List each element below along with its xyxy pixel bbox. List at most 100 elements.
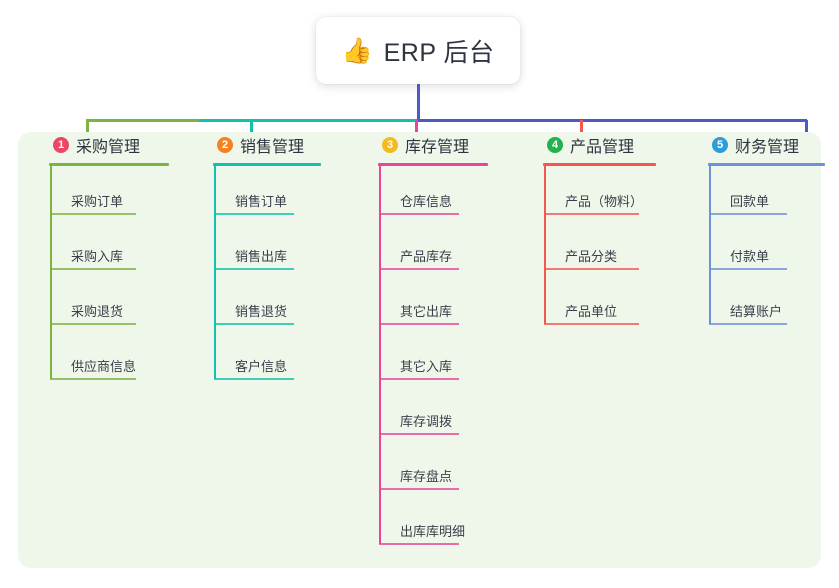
branch-item-rule xyxy=(379,323,459,325)
branch-items-2: 销售订单销售出库销售退货客户信息 xyxy=(205,166,321,386)
branch-spine-4 xyxy=(544,166,546,324)
branch-item[interactable]: 产品分类 xyxy=(535,221,656,276)
branch-item[interactable]: 销售退货 xyxy=(205,276,321,331)
branch-item-rule xyxy=(379,213,459,215)
branch-header-3[interactable]: 3 库存管理 xyxy=(370,132,488,158)
branch-header-rule-3 xyxy=(378,163,488,166)
bus-segment-2 xyxy=(199,119,419,122)
root-node-title: ERP 后台 xyxy=(383,38,495,67)
branch-item-label: 供应商信息 xyxy=(71,359,137,374)
branch-item-label: 销售订单 xyxy=(235,194,288,209)
branch-item[interactable]: 产品单位 xyxy=(535,276,656,331)
branch-item-rule xyxy=(214,378,294,380)
branch-item[interactable]: 销售出库 xyxy=(205,221,321,276)
branch-spine-5 xyxy=(709,166,711,324)
branch-item-label: 库存调拨 xyxy=(400,414,453,429)
root-node-content: 👍 ERP 后台 xyxy=(341,33,494,69)
branch-title-4: 产品管理 xyxy=(570,139,635,156)
branch-items-3: 仓库信息产品库存其它出库其它入库库存调拨库存盘点出库库明细 xyxy=(370,166,488,551)
branch-title-2: 销售管理 xyxy=(240,139,305,156)
branch-spine-3 xyxy=(379,166,381,544)
branch-item-label: 其它入库 xyxy=(400,359,453,374)
branch-column-2: 2 销售管理销售订单销售出库销售退货客户信息 xyxy=(205,132,321,386)
branch-item-rule xyxy=(379,433,459,435)
branch-item-rule xyxy=(214,213,294,215)
branch-item-rule xyxy=(50,378,136,380)
branch-item[interactable]: 产品（物料） xyxy=(535,166,656,221)
branch-header-rule-4 xyxy=(543,163,656,166)
branch-item-label: 仓库信息 xyxy=(400,194,453,209)
branch-item[interactable]: 付款单 xyxy=(700,221,825,276)
branch-badge-1: 1 xyxy=(53,137,69,153)
branch-item-rule xyxy=(379,378,459,380)
branch-item-rule xyxy=(709,323,787,325)
branch-badge-3: 3 xyxy=(382,137,398,153)
branch-item-label: 销售退货 xyxy=(235,304,288,319)
branch-item-label: 产品库存 xyxy=(400,249,453,264)
branch-item-label: 产品分类 xyxy=(565,249,618,264)
branch-item-rule xyxy=(709,268,787,270)
branch-item-label: 库存盘点 xyxy=(400,469,453,484)
branch-header-rule-2 xyxy=(213,163,321,166)
branch-item-rule xyxy=(214,268,294,270)
branch-item-rule xyxy=(50,213,136,215)
branch-item[interactable]: 仓库信息 xyxy=(370,166,488,221)
branch-item-rule xyxy=(544,213,639,215)
branch-column-4: 4 产品管理产品（物料） 产品分类产品单位 xyxy=(535,132,656,331)
branch-item-label: 产品单位 xyxy=(565,304,618,319)
branch-item[interactable]: 库存调拨 xyxy=(370,386,488,441)
bus-segment-1 xyxy=(86,119,201,122)
branch-badge-4: 4 xyxy=(547,137,563,153)
branch-item[interactable]: 其它入库 xyxy=(370,331,488,386)
branch-item-rule xyxy=(50,268,136,270)
branch-item-rule xyxy=(544,323,639,325)
branch-item-rule xyxy=(379,543,459,545)
branch-item-rule xyxy=(214,323,294,325)
branch-item[interactable]: 采购订单 xyxy=(41,166,169,221)
branch-items-1: 采购订单采购入库采购退货供应商信息 xyxy=(41,166,169,386)
branch-title-1: 采购管理 xyxy=(76,139,141,156)
root-stem-connector xyxy=(417,84,420,121)
branch-item[interactable]: 销售订单 xyxy=(205,166,321,221)
branch-item-rule xyxy=(379,488,459,490)
branch-item-label: 销售出库 xyxy=(235,249,288,264)
branch-title-5: 财务管理 xyxy=(735,139,800,156)
branch-item-label: 其它出库 xyxy=(400,304,453,319)
branch-item[interactable]: 回款单 xyxy=(700,166,825,221)
branch-spine-2 xyxy=(214,166,216,379)
branch-item[interactable]: 供应商信息 xyxy=(41,331,169,386)
branch-item[interactable]: 其它出库 xyxy=(370,276,488,331)
branch-item[interactable]: 产品库存 xyxy=(370,221,488,276)
branch-items-5: 回款单付款单结算账户 xyxy=(700,166,825,331)
thumbs-up-icon: 👍 xyxy=(341,36,373,65)
branch-item-rule xyxy=(379,268,459,270)
branch-spine-1 xyxy=(50,166,52,379)
branch-item[interactable]: 出库库明细 xyxy=(370,496,488,551)
branch-item[interactable]: 结算账户 xyxy=(700,276,825,331)
branch-header-4[interactable]: 4 产品管理 xyxy=(535,132,656,158)
root-node[interactable]: 👍 ERP 后台 xyxy=(316,17,520,84)
branch-item[interactable]: 客户信息 xyxy=(205,331,321,386)
branch-item-label: 采购订单 xyxy=(71,194,124,209)
branch-item-label: 产品（物料） xyxy=(565,194,644,209)
branch-item-rule xyxy=(50,323,136,325)
branch-item-label: 回款单 xyxy=(730,194,770,209)
branches-panel: 1 采购管理采购订单采购入库采购退货供应商信息 2 销售管理销售订单销售出库销售退货客… xyxy=(18,132,825,568)
branch-item[interactable]: 采购入库 xyxy=(41,221,169,276)
branch-items-4: 产品（物料） 产品分类产品单位 xyxy=(535,166,656,331)
branch-column-1: 1 采购管理采购订单采购入库采购退货供应商信息 xyxy=(41,132,169,386)
branch-item-rule xyxy=(544,268,639,270)
branch-column-3: 3 库存管理仓库信息产品库存其它出库其它入库库存调拨库存盘点出库库明细 xyxy=(370,132,488,551)
branch-header-2[interactable]: 2 销售管理 xyxy=(205,132,321,158)
branch-item-label: 客户信息 xyxy=(235,359,288,374)
branch-item-label: 付款单 xyxy=(730,249,770,264)
branch-badge-2: 2 xyxy=(217,137,233,153)
branch-title-3: 库存管理 xyxy=(405,139,470,156)
branch-header-1[interactable]: 1 采购管理 xyxy=(41,132,169,158)
branch-item[interactable]: 采购退货 xyxy=(41,276,169,331)
branch-item[interactable]: 库存盘点 xyxy=(370,441,488,496)
branch-item-label: 结算账户 xyxy=(730,304,783,319)
